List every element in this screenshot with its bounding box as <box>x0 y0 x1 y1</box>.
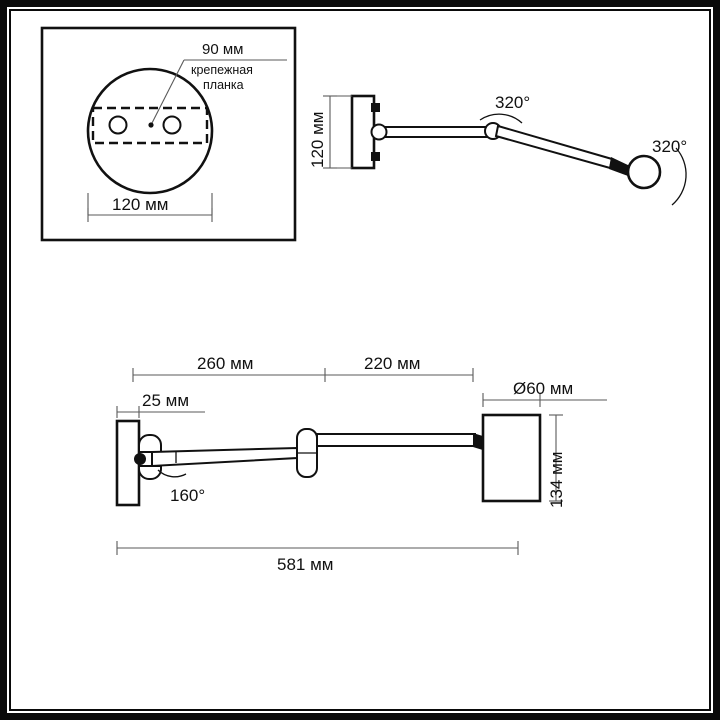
shade-height-label: 134 мм <box>547 451 566 508</box>
total-length-label: 581 мм <box>277 555 334 574</box>
front-head-connector <box>609 157 630 176</box>
segment-2-label: 220 мм <box>364 354 421 373</box>
head-rotation-arc <box>671 147 687 206</box>
bracket-name-line2: планка <box>203 78 244 92</box>
side-base-pivot-dot <box>134 453 146 465</box>
front-arm-segment-horizontal <box>377 126 489 138</box>
shade-diameter-label: Ø60 мм <box>513 379 574 398</box>
front-lamp-head-sphere <box>626 154 662 190</box>
elbow-rotation-arc <box>479 113 523 124</box>
segment-1-label: 260 мм <box>197 354 254 373</box>
base-joint-angle-label: 160° <box>170 486 206 505</box>
front-plate-nub-top <box>371 103 380 112</box>
head-angle-label: 320° <box>652 137 688 156</box>
side-arm-segment-upper <box>316 433 476 447</box>
view-wall-plate-group <box>40 26 297 242</box>
plate-depth-label: 25 мм <box>142 391 190 410</box>
side-lamp-shade-cylinder <box>481 413 542 503</box>
view-side-group <box>115 368 607 555</box>
front-plate-nub-bottom <box>371 152 380 161</box>
view-front-group <box>323 94 687 206</box>
canopy-circle <box>86 67 214 195</box>
front-arm-segment-angled <box>494 124 614 170</box>
screw-hole-right <box>162 115 182 135</box>
side-arm-segment-lower <box>151 446 298 468</box>
mounting-bracket-dashed-rect <box>91 106 209 145</box>
screw-hole-left <box>108 115 128 135</box>
bracket-leader-dot <box>148 122 154 128</box>
bracket-leader-line <box>150 59 185 126</box>
elbow-angle-label: 320° <box>495 93 531 112</box>
frame-inner-border <box>9 9 711 711</box>
bracket-width-label: 90 мм <box>202 41 244 58</box>
front-plate-height-label: 120 мм <box>308 111 327 168</box>
base-joint-rotation-arc <box>157 469 187 478</box>
front-base-pivot <box>370 123 388 141</box>
canopy-diameter-label: 120 мм <box>112 195 169 214</box>
bracket-name-line1: крепежная <box>191 63 253 77</box>
